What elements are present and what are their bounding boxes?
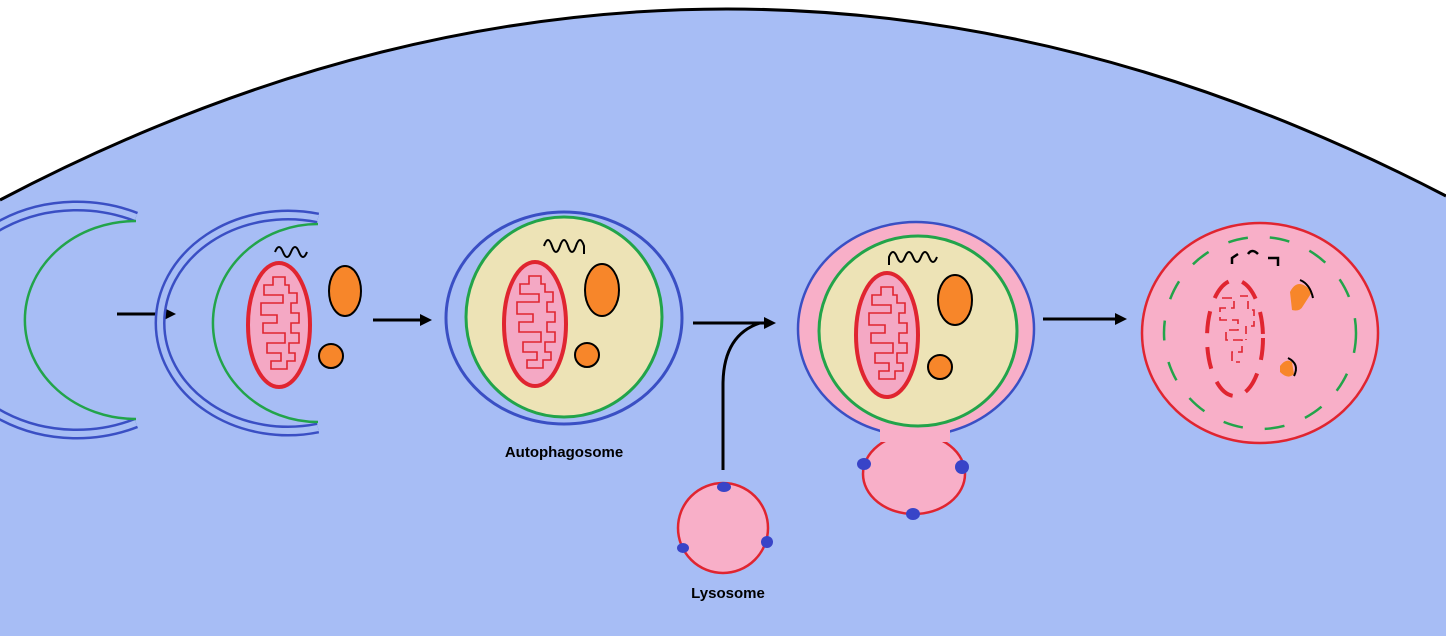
vesicle-small-3: [927, 354, 953, 380]
vesicle-small-1: [318, 343, 344, 369]
plasma-membrane: [0, 7, 1446, 202]
mitochondrion-2: [502, 260, 568, 388]
arrow-2: [373, 314, 432, 326]
mitochondrion-1: [246, 261, 312, 389]
degraded-protein-strand: [1230, 249, 1280, 266]
lysosome: [676, 481, 773, 575]
vesicle-large-3: [937, 274, 973, 326]
phagophore: [0, 200, 138, 440]
expanding-phagophore: [154, 209, 320, 437]
protein-strand-3: [888, 251, 938, 265]
vesicle-small-2: [574, 342, 600, 368]
arrow-4: [1043, 313, 1127, 325]
protein-strand-1: [274, 246, 308, 258]
degraded-mitochondrion: [1205, 278, 1265, 398]
fusion-arrow: [693, 317, 776, 470]
autolysosome-degrading: [1140, 221, 1380, 445]
degraded-vesicle-small: [1280, 357, 1297, 377]
lysosome-label: Lysosome: [691, 585, 765, 602]
degraded-vesicle-large: [1290, 279, 1314, 311]
autophagosome-label: Autophagosome: [505, 444, 623, 461]
vesicle-large-1: [328, 265, 362, 317]
vesicle-large-2: [584, 263, 620, 317]
protein-strand-2: [543, 239, 585, 254]
mitochondrion-3: [854, 271, 920, 399]
